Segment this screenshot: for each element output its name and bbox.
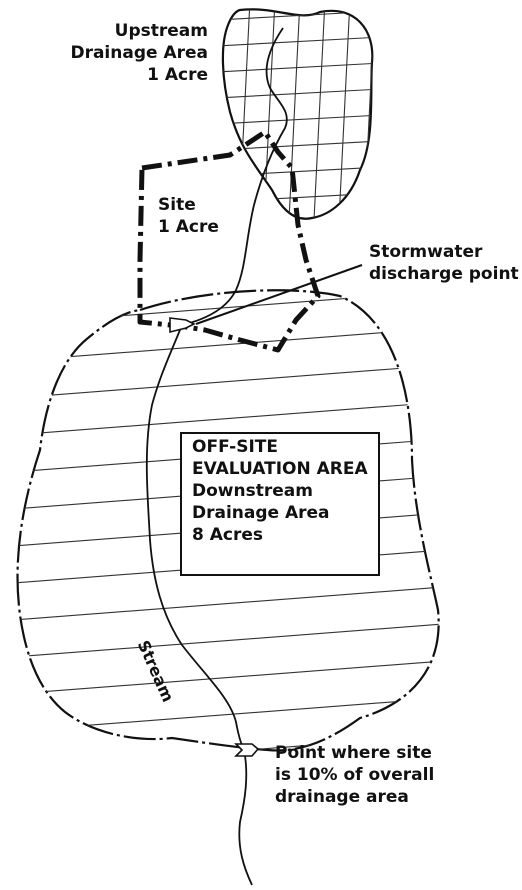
upstream-label-line: Upstream bbox=[114, 21, 208, 41]
discharge-point-label: Stormwater discharge point bbox=[369, 241, 519, 285]
site-label: Site 1 Acre bbox=[158, 194, 219, 238]
evaluation-label-line: 8 Acres bbox=[192, 525, 264, 545]
site-label-line: 1 Acre bbox=[158, 217, 219, 237]
point-label-line: drainage area bbox=[275, 787, 409, 807]
evaluation-label-line: Drainage Area bbox=[192, 503, 330, 523]
evaluation-label-line: Downstream bbox=[192, 481, 313, 501]
upstream-label-line: Drainage Area bbox=[70, 43, 208, 63]
discharge-point-marker bbox=[169, 317, 196, 334]
evaluation-point-marker bbox=[234, 743, 260, 757]
point-label-line: is 10% of overall bbox=[275, 765, 435, 785]
discharge-leader-line bbox=[195, 264, 363, 325]
upstream-drainage-label: Upstream Drainage Area 1 Acre bbox=[70, 20, 208, 86]
discharge-label-line: Stormwater bbox=[369, 242, 483, 262]
site-boundary bbox=[137, 129, 321, 353]
evaluation-label-line: EVALUATION AREA bbox=[192, 459, 368, 479]
discharge-label-line: discharge point bbox=[369, 264, 519, 284]
upstream-label-line: 1 Acre bbox=[147, 65, 208, 85]
site-label-line: Site bbox=[158, 195, 196, 215]
offsite-evaluation-label-box: OFF-SITE EVALUATION AREA Downstream Drai… bbox=[180, 432, 380, 576]
evaluation-point-label: Point where site is 10% of overall drain… bbox=[275, 742, 434, 808]
point-label-line: Point where site bbox=[275, 743, 432, 763]
evaluation-label-line: OFF-SITE bbox=[192, 437, 278, 457]
